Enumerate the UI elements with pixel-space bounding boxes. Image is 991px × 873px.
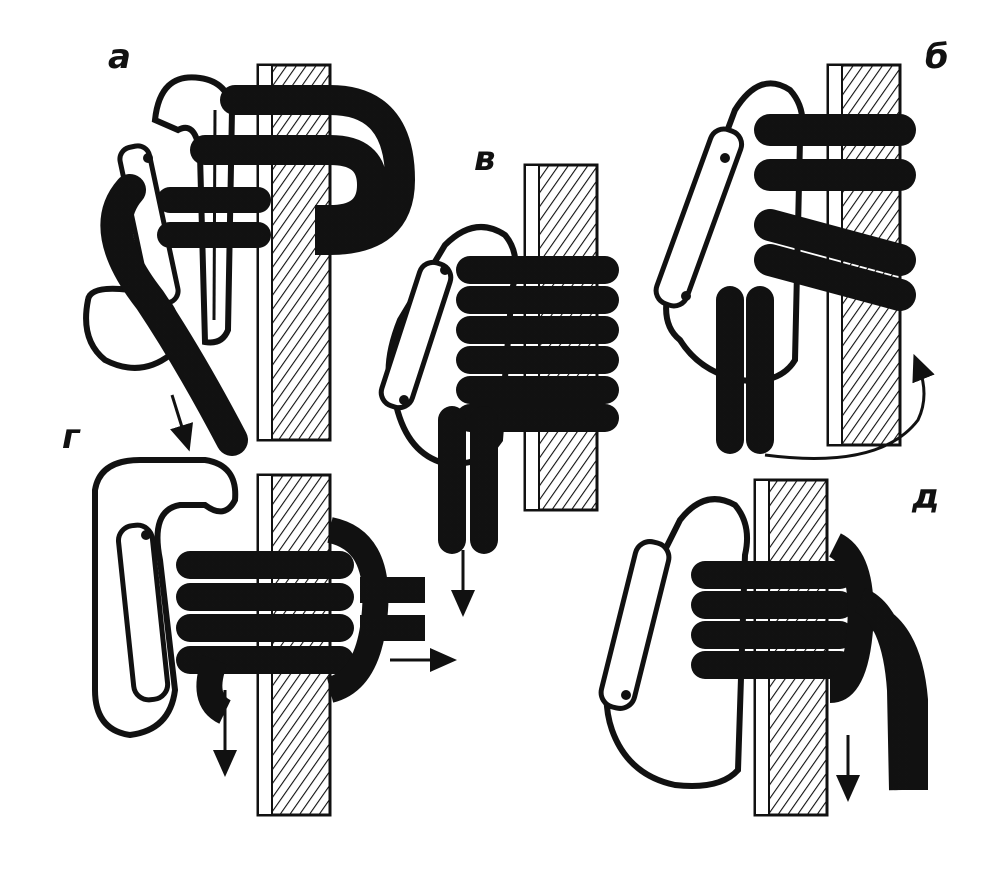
carabiner-icon (92, 457, 239, 739)
rope-icon (438, 256, 619, 554)
panel-g (92, 457, 457, 817)
panel-d (598, 478, 928, 817)
rope-icon (691, 533, 928, 791)
panel-label-d: д (912, 477, 940, 517)
rope-icon (176, 517, 425, 724)
arrow-icon (764, 353, 935, 460)
panel-label-a: а (108, 37, 131, 77)
rope-icon (716, 114, 916, 454)
panel-label-g: г (62, 417, 80, 457)
main-rope-g (256, 473, 332, 817)
panel-a (83, 63, 416, 456)
rope-icon (100, 85, 416, 456)
panel-label-b: б (925, 37, 949, 77)
arrow-icon (170, 394, 194, 452)
panel-label-v: в (474, 139, 496, 179)
panel-v (378, 163, 619, 617)
panel-b (653, 63, 935, 460)
